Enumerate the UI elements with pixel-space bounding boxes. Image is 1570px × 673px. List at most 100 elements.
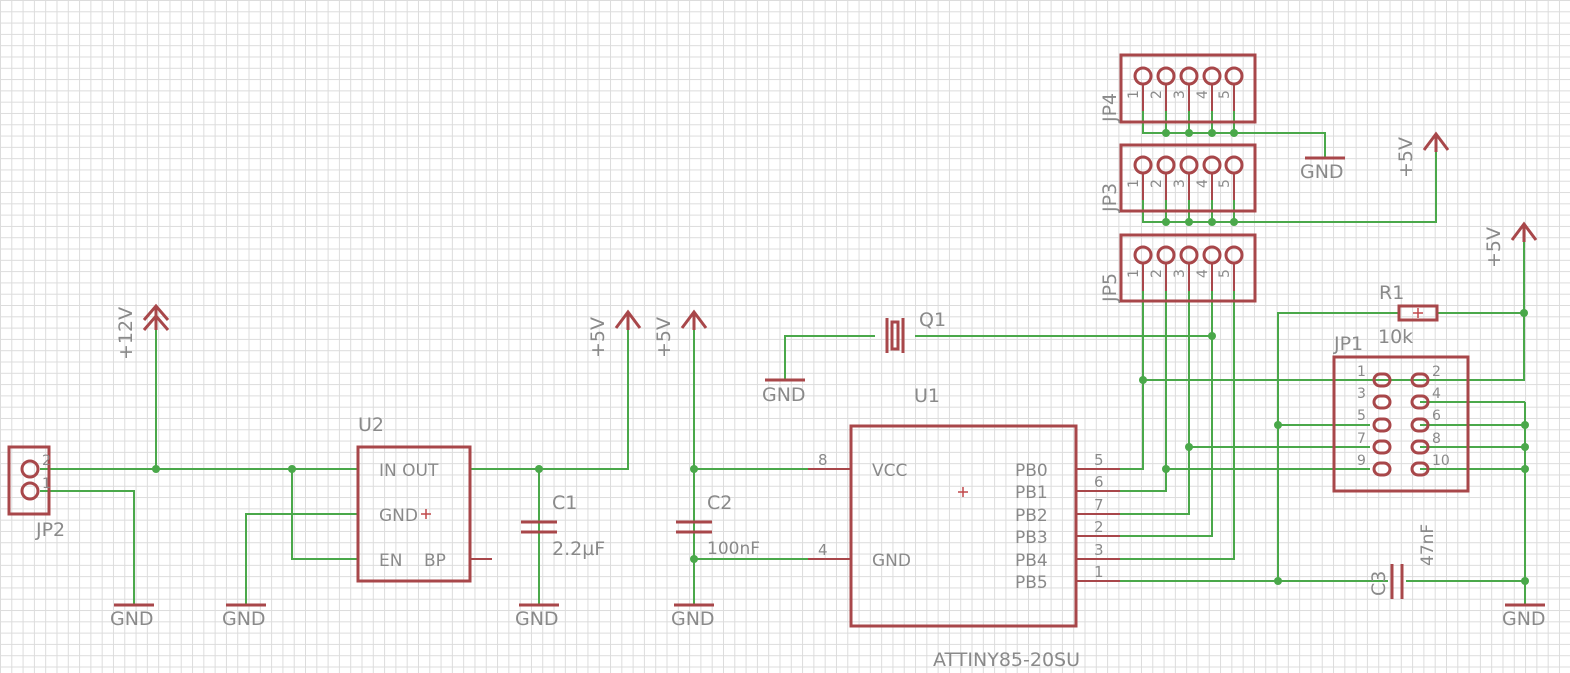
gnd-symbol: GND	[515, 603, 559, 630]
gnd-label: GND	[515, 608, 559, 630]
jp5-name: JP5	[1099, 273, 1121, 303]
jp5-pin-number: 1	[1126, 269, 1142, 278]
u1-pin-number: 6	[1094, 473, 1104, 491]
jp1-pin-number: 10	[1432, 453, 1450, 469]
jp5-pin	[1133, 245, 1153, 265]
junction	[1521, 465, 1529, 473]
jp3-pin	[1179, 155, 1199, 175]
junction	[1162, 129, 1170, 137]
jp3-name: JP3	[1099, 183, 1121, 213]
u2-in-out-label: IN OUT	[379, 461, 439, 481]
jp5-pin	[1156, 245, 1176, 265]
r1-name: R1	[1379, 282, 1404, 304]
jp1-pin	[1410, 372, 1430, 388]
plus5v-symbol: +5V	[1483, 221, 1538, 268]
jp1-pin	[1372, 439, 1392, 455]
junction	[1274, 577, 1282, 585]
junction	[1185, 129, 1193, 137]
junction	[1520, 309, 1528, 317]
c3-value: 47nF	[1418, 524, 1438, 566]
u1-pin-number: 5	[1094, 451, 1104, 469]
u1-pin-number: 8	[818, 451, 828, 469]
jp5-header: 1 2 3 4 5 JP5	[1099, 233, 1257, 303]
junction	[1185, 218, 1193, 226]
jp1-pin-number: 4	[1432, 386, 1441, 402]
jp2-connector: 2 1 JP2	[7, 445, 65, 541]
jp4-pin	[1224, 66, 1244, 86]
jp4-pin	[1156, 66, 1176, 86]
junction	[690, 555, 698, 563]
junction	[1521, 577, 1529, 585]
jp1-pin	[1372, 394, 1392, 410]
u1-vcc-label: VCC	[872, 461, 907, 481]
u2-name: U2	[358, 414, 384, 436]
jp1-pin	[1410, 461, 1430, 477]
jp4-pin-number: 3	[1172, 90, 1188, 99]
plus5v-label: +5V	[653, 317, 675, 358]
gnd-symbol: GND	[671, 603, 715, 630]
jp4-pin-number: 4	[1195, 90, 1211, 99]
u1-pin-number: 2	[1094, 518, 1104, 536]
gnd-label: GND	[1502, 608, 1546, 630]
jp1-pin-number: 7	[1357, 431, 1366, 447]
junction	[288, 465, 296, 473]
junction	[1208, 332, 1216, 340]
gnd-symbol: GND	[1502, 603, 1546, 630]
junctions	[152, 129, 1529, 585]
jp4-pin-number: 2	[1149, 90, 1165, 99]
gnd-label: GND	[1300, 161, 1344, 183]
jp1-pin-number: 1	[1357, 364, 1366, 380]
gnd-symbol: GND	[762, 378, 806, 406]
c1-name: C1	[552, 492, 577, 514]
jp1-pin	[1372, 417, 1392, 433]
jp1-pin	[1410, 394, 1430, 410]
jp4-pin-number: 1	[1126, 90, 1142, 99]
jp3-pin-number: 3	[1172, 179, 1188, 188]
q1-name: Q1	[919, 309, 946, 331]
jp1-pin	[1410, 417, 1430, 433]
gnd-symbol: GND	[222, 603, 266, 630]
junction	[1274, 421, 1282, 429]
u2-regulator: U2 IN OUT GND EN BP	[356, 414, 492, 583]
jp4-header: 1 2 3 4 5 JP4	[1099, 53, 1257, 124]
junction	[1162, 465, 1170, 473]
jp5-pin-number: 5	[1217, 269, 1233, 278]
u1-pin-number: 4	[818, 541, 828, 559]
plus5v-symbol: +5V	[1395, 131, 1450, 178]
plus12v-symbol: +12V	[115, 303, 170, 360]
jp1-pin-number: 9	[1357, 453, 1366, 469]
jp5-pin	[1224, 245, 1244, 265]
jp1-pin-number: 2	[1432, 364, 1441, 380]
junction	[1139, 376, 1147, 384]
jp2-pin	[20, 459, 40, 479]
u2-en-label: EN	[379, 551, 402, 571]
junction	[1208, 218, 1216, 226]
u1-microcontroller: U1 ATTINY85-20SU VCC GND 8 4 PB0 PB1 PB2…	[808, 385, 1120, 671]
jp3-pin	[1133, 155, 1153, 175]
jp2-pin-number: 2	[42, 453, 51, 469]
jp3-header: 1 2 3 4 5 JP3	[1099, 143, 1257, 213]
jp3-pin-number: 5	[1217, 179, 1233, 188]
u1-pin-label: PB5	[1015, 573, 1048, 593]
u1-pin-label: PB0	[1015, 461, 1048, 481]
junction	[1230, 129, 1238, 137]
gnd-label: GND	[110, 608, 154, 630]
wires	[40, 111, 1526, 604]
c1-value: 2.2µF	[552, 538, 605, 560]
junction	[1208, 129, 1216, 137]
jp5-pin-number: 3	[1172, 269, 1188, 278]
c2-name: C2	[707, 492, 732, 514]
junction	[1162, 218, 1170, 226]
junction	[1521, 443, 1529, 451]
u1-pin-number: 1	[1094, 563, 1104, 581]
c3-capacitor: C3 47nF	[1368, 524, 1438, 599]
jp4-pin	[1202, 66, 1222, 86]
u1-gnd-label: GND	[872, 551, 911, 571]
jp5-pin	[1179, 245, 1199, 265]
junction	[1521, 421, 1529, 429]
c3-name: C3	[1368, 571, 1390, 596]
jp1-pin-number: 3	[1357, 386, 1366, 402]
junction	[1185, 443, 1193, 451]
jp3-pin-number: 2	[1149, 179, 1165, 188]
